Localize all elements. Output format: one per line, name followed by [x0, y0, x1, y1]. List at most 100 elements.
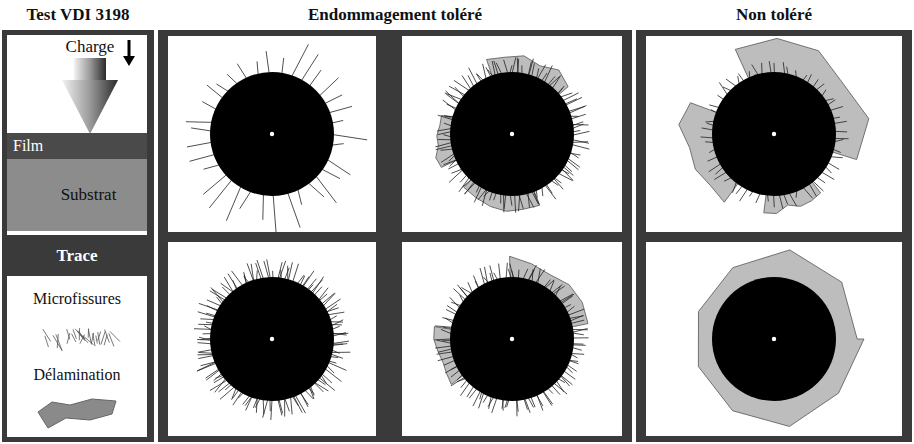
microcrack	[462, 76, 471, 90]
microcrack	[267, 259, 271, 279]
microcrack	[187, 142, 213, 147]
microcrack	[821, 172, 834, 180]
microcrack	[263, 398, 265, 414]
indent-cell	[646, 242, 902, 436]
microcrack	[519, 194, 524, 209]
microcrack	[438, 115, 454, 120]
microcrack	[198, 324, 214, 325]
microcrack	[490, 265, 494, 281]
microcrack	[517, 58, 519, 75]
microcrack	[287, 192, 300, 228]
microcrack	[571, 144, 589, 149]
microcrack	[489, 395, 492, 409]
microcrack	[203, 174, 227, 194]
microcrack	[315, 175, 336, 202]
cell-ground	[168, 36, 376, 232]
microcrack	[437, 128, 452, 131]
node-text: Film	[13, 137, 43, 155]
indent-center	[270, 132, 274, 136]
microcrack	[480, 268, 485, 286]
microcrack	[443, 100, 457, 111]
column-heading: Test VDI 3198	[2, 5, 154, 25]
microcrack	[446, 94, 459, 104]
legend-entry: Délamination	[7, 366, 147, 384]
microcrack	[218, 382, 230, 392]
microcrack	[512, 57, 516, 74]
column-heading: Non toléré	[636, 5, 912, 25]
node-text: Substrat	[61, 185, 117, 205]
microcrack	[506, 263, 507, 280]
microcrack	[298, 188, 302, 204]
microcrack	[533, 190, 539, 204]
microcrack	[560, 375, 572, 385]
delamination-area	[698, 250, 864, 427]
microcrack	[256, 397, 258, 413]
microcrack	[326, 304, 337, 312]
indent-cell	[646, 36, 902, 232]
crack-sample	[73, 329, 76, 338]
microcrack	[563, 370, 575, 379]
crack-sample	[43, 329, 51, 341]
microcrack	[198, 343, 213, 344]
microcrack	[237, 64, 247, 80]
microcrack	[558, 173, 573, 181]
microcrack	[504, 60, 508, 74]
microcrack	[834, 138, 849, 139]
microcrack	[309, 70, 321, 87]
microcrack	[197, 339, 212, 341]
microcrack	[288, 262, 292, 281]
microcrack	[191, 128, 212, 131]
microcrack	[291, 396, 293, 414]
microcrack	[525, 398, 531, 413]
microcrack	[224, 277, 233, 293]
microcrack	[266, 51, 269, 74]
microcrack	[451, 377, 465, 386]
indent-cell	[168, 36, 376, 232]
microcrack	[199, 303, 219, 310]
microcrack	[257, 61, 258, 75]
microcrack	[285, 398, 290, 412]
microcrack	[561, 168, 573, 180]
microcrack	[291, 44, 308, 77]
microcrack	[263, 399, 268, 418]
microcrack	[332, 344, 348, 346]
substrate-block: Substrat	[30, 159, 147, 231]
microcrack	[210, 380, 228, 391]
microcrack	[445, 93, 463, 100]
middle-panel-frame	[158, 30, 632, 442]
microcrack	[221, 283, 234, 292]
part-label: Charge	[40, 37, 140, 57]
cell-ground	[646, 36, 902, 232]
indenter-shank	[74, 58, 106, 80]
indent-cell	[402, 36, 622, 232]
cell-ground	[402, 36, 622, 232]
microcrack	[215, 378, 227, 392]
microcrack	[803, 187, 813, 198]
microcrack	[469, 68, 478, 85]
microcrack	[216, 84, 229, 92]
microcrack	[449, 169, 463, 182]
microcrack	[201, 362, 217, 366]
microcrack	[324, 95, 342, 104]
microcrack	[560, 294, 574, 303]
microcrack	[435, 346, 452, 348]
microcrack	[257, 260, 264, 279]
microcrack	[449, 86, 466, 95]
microcrack	[531, 191, 538, 204]
microcrack	[324, 368, 341, 381]
microcrack	[458, 285, 469, 298]
microcrack	[515, 194, 516, 213]
microcrack	[228, 274, 238, 290]
microcrack	[262, 193, 264, 219]
microcrack	[295, 394, 306, 413]
crack-sample	[88, 329, 91, 344]
microcrack	[516, 399, 517, 416]
indenter-cone	[62, 80, 118, 134]
microcrack	[542, 391, 551, 406]
microcrack	[287, 266, 288, 281]
microcrack	[279, 261, 286, 280]
microcrack	[538, 269, 541, 285]
microcrack	[571, 141, 588, 143]
microcrack	[303, 271, 314, 288]
microcrack	[314, 382, 328, 391]
